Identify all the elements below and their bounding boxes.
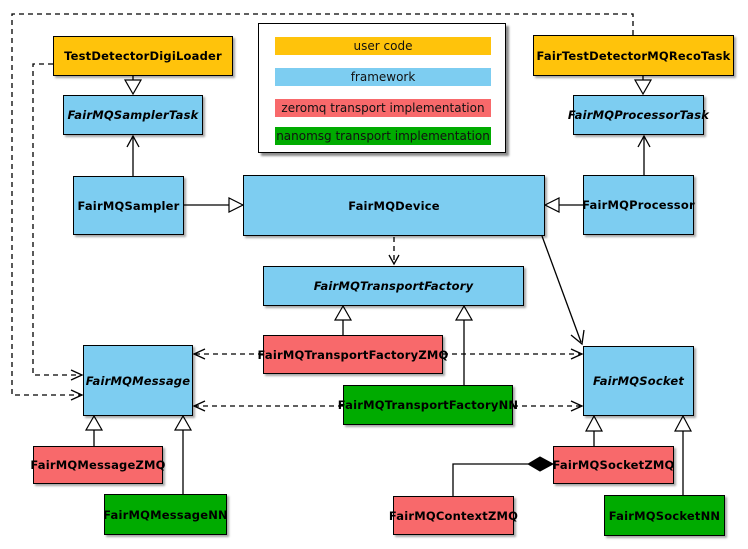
inheritance-arrow-factorynn-factory	[454, 304, 474, 385]
inheritance-arrow-socketzmq-socket	[585, 414, 603, 446]
class-fairmqtransportfactoryzmq: FairMQTransportFactoryZMQ	[258, 335, 448, 374]
inheritance-arrow-digiloader-samplertask	[123, 76, 143, 96]
inheritance-arrow-processor-device	[543, 197, 583, 213]
dependency-arrow-digiloader-message	[32, 63, 84, 381]
class-fairmqtransportfactorynn: FairMQTransportFactoryNN	[338, 385, 518, 425]
legend-item-zeromq: zeromq transport implementation	[275, 99, 491, 117]
class-fairmqsampler: FairMQSampler	[73, 176, 184, 235]
legend: user code framework zeromq transport imp…	[258, 23, 506, 153]
dependency-arrow-factorynn-message	[192, 400, 343, 412]
dependency-arrow-recotask-message	[11, 13, 634, 401]
class-fairmqmessage: FairMQMessage	[83, 345, 193, 416]
inheritance-arrow-messagezmq-message	[84, 414, 104, 446]
association-arrow-device-socket	[541, 235, 585, 346]
legend-item-user-code: user code	[275, 37, 491, 55]
class-fairmqprocessor: FairMQProcessor	[582, 175, 695, 235]
class-fairmqsocketzmq: FairMQSocketZMQ	[553, 446, 674, 484]
class-fairmqprocessortask: FairMQProcessorTask	[568, 95, 709, 135]
association-arrow-sampler-samplertask	[126, 134, 140, 176]
dependency-arrow-device-transportfactory	[388, 237, 400, 266]
class-fairmqsocketnn: FairMQSocketNN	[604, 495, 725, 536]
class-fairmqtransportfactory: FairMQTransportFactory	[263, 266, 524, 306]
dependency-arrow-factorynn-socket	[513, 400, 584, 412]
dependency-arrow-factoryzmq-message	[192, 348, 263, 360]
class-fairmqmessagenn: FairMQMessageNN	[103, 494, 228, 535]
inheritance-arrow-messagenn-message	[173, 414, 193, 494]
association-arrow-processor-processortask	[637, 134, 651, 175]
inheritance-arrow-recotask-processortask	[633, 76, 653, 96]
composition-diamond-contextzmq-socketzmq	[452, 456, 555, 496]
inheritance-arrow-socketnn-socket	[674, 414, 692, 495]
inheritance-arrow-sampler-device	[184, 197, 245, 213]
class-fairmqsocket: FairMQSocket	[583, 346, 694, 416]
class-fairmqmessagezmq: FairMQMessageZMQ	[30, 446, 165, 484]
inheritance-arrow-factoryzmq-factory	[333, 304, 353, 335]
class-fairmqdevice: FairMQDevice	[243, 175, 545, 236]
legend-item-framework: framework	[275, 68, 491, 86]
legend-item-nanomsg: nanomsg transport implementation	[275, 127, 491, 145]
class-fairmqsamplertask: FairMQSamplerTask	[63, 95, 203, 135]
class-fairtestdetectormqrecotask: FairTestDetectorMQRecoTask	[533, 35, 734, 76]
dependency-arrow-factoryzmq-socket	[443, 348, 584, 360]
class-testdetectordigiloader: TestDetectorDigiLoader	[53, 36, 233, 76]
class-fairmqcontextzmq: FairMQContextZMQ	[389, 496, 518, 535]
